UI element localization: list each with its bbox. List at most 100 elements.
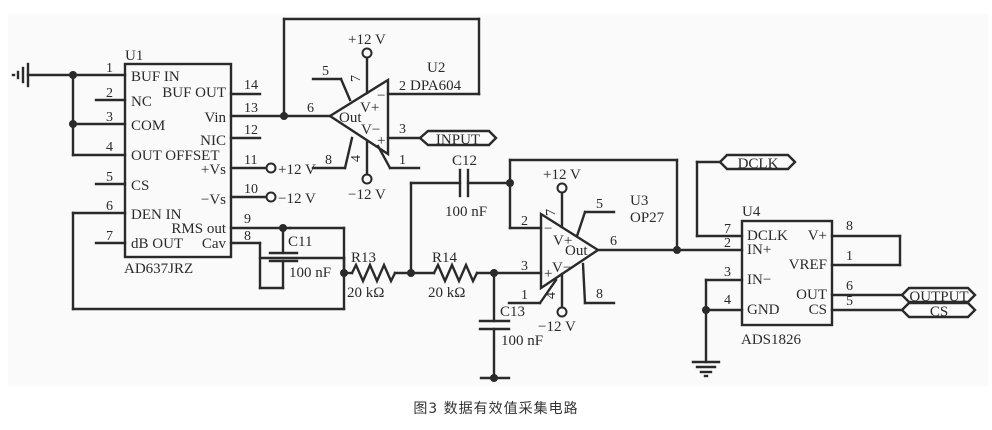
pin-number: 6	[846, 279, 853, 294]
port-input[interactable]: INPUT	[418, 129, 498, 148]
junction-dot	[69, 71, 77, 79]
pin-number: 11	[244, 153, 257, 168]
opamp-u3: 2 3 − + V+ Out V− +12 V 7 −12 V 4 5 8	[507, 167, 744, 335]
pin-number: 8	[596, 287, 603, 302]
pin-number: 4	[349, 155, 364, 162]
pin-name: CS	[131, 178, 149, 194]
junction-dot	[673, 246, 681, 254]
pin-name: DCLK	[747, 228, 788, 244]
pin-number: 1	[106, 61, 113, 76]
pin-number: 8	[244, 229, 251, 244]
pin-number: 1	[521, 288, 528, 303]
pin-number: 3	[399, 122, 406, 137]
pin-name: RMS out	[171, 221, 226, 237]
pin-number: 13	[244, 101, 258, 116]
pin-number: 7	[349, 75, 364, 82]
pin-number: 1	[399, 153, 406, 168]
noninv-sign: +	[544, 266, 552, 282]
pin-number: 5	[322, 64, 329, 79]
supply-label: +12 V	[348, 32, 386, 48]
junction-dot	[702, 306, 710, 314]
u2-part: DPA604	[410, 78, 462, 94]
pin-name: OUT	[796, 287, 827, 303]
pin-name: −Vs	[201, 192, 226, 208]
pin-name: dB OUT	[131, 236, 183, 252]
c11-ref: C11	[288, 234, 312, 250]
port-dclk[interactable]: DCLK	[695, 153, 797, 238]
pin-name: CS	[809, 302, 827, 318]
figure-caption: 图3 数据有效值采集电路	[413, 401, 579, 417]
pin-number: 2	[106, 86, 113, 101]
ic-u1: U1 AD637JRZ 1 BUF IN 2 NC 3 COM 4 OUT OF…	[106, 48, 332, 290]
pin-name: NC	[131, 94, 152, 110]
opamp-triangle	[539, 211, 601, 291]
out-label: Out	[339, 110, 362, 126]
opamp-u2: 6 Out V+ V− − + +12 V 7 −12 V 4 5 8	[307, 32, 462, 203]
junction-dot	[490, 374, 498, 382]
pin-number: 6	[610, 234, 617, 249]
capacitor-c11: C11 100 nF	[268, 224, 346, 290]
pin-name: GND	[747, 302, 780, 318]
inv-sign: −	[544, 221, 552, 237]
pin-number: 10	[244, 182, 258, 197]
ground-symbol-right	[691, 360, 721, 378]
c12-ref: C12	[452, 153, 477, 169]
supply-terminal	[361, 173, 373, 185]
u2-feedback-wire	[280, 17, 481, 120]
c12-feedback-path: C12 100 nF	[407, 153, 679, 277]
pin-name: IN+	[747, 242, 771, 258]
vneg-label: V−	[552, 260, 571, 276]
port-cs[interactable]: CS	[900, 301, 977, 320]
pin-number: 7	[106, 229, 113, 244]
supply-label: +12 V	[543, 167, 581, 183]
u1-left-wiring	[69, 71, 346, 311]
pin-name: Cav	[202, 236, 227, 252]
pin-name: BUF IN	[131, 69, 180, 85]
pin-number: 2	[521, 214, 528, 229]
supply-terminal	[265, 162, 277, 174]
supply-label: −12 V	[348, 187, 386, 203]
vpos-label: V+	[553, 233, 572, 249]
pin-name: BUF OUT	[162, 85, 226, 101]
supply-terminal	[265, 191, 277, 203]
pin-name: V+	[808, 228, 827, 244]
pin-number: 7	[544, 209, 559, 216]
vneg-label: V−	[361, 122, 380, 138]
pin-number: 12	[244, 123, 258, 138]
pin-number: 3	[724, 265, 731, 280]
supply-label: −12 V	[538, 319, 576, 335]
noninv-sign: +	[377, 133, 385, 149]
r13-ref: R13	[351, 250, 376, 266]
pin-name: Vin	[204, 110, 226, 126]
supply-label: +12 V	[278, 162, 316, 178]
pin-number: 9	[244, 212, 251, 227]
pin-name: NIC	[200, 133, 226, 149]
pin-number: 6	[307, 101, 314, 116]
pin-number: 8	[846, 219, 853, 234]
pin-number: 4	[724, 293, 731, 308]
pin-name: IN−	[747, 272, 771, 288]
pin-number: 5	[846, 294, 853, 309]
pin-number: 3	[106, 110, 113, 125]
u4-part: ADS1826	[741, 332, 802, 348]
ic-u4: U4 ADS1826 7 DCLK 2 IN+ 3 IN− 4 GND V+ V…	[702, 204, 904, 364]
pin-number: 5	[106, 170, 113, 185]
u1-ref: U1	[125, 48, 143, 64]
pin-number: 4	[106, 140, 113, 155]
c13-value: 100 nF	[501, 333, 543, 349]
pin-number: 2	[399, 79, 406, 94]
r14-ref: R14	[432, 250, 458, 266]
pin-number: 6	[106, 199, 113, 214]
inv-sign: −	[377, 88, 385, 104]
u2-ref: U2	[427, 60, 445, 76]
port-input-label: INPUT	[436, 132, 480, 148]
pin-number: 5	[596, 197, 603, 212]
pin-name: DEN IN	[131, 207, 182, 223]
c13-ref: C13	[500, 304, 525, 320]
supply-terminal	[556, 182, 568, 194]
c11-value: 100 nF	[289, 265, 331, 281]
port-cs-label: CS	[930, 304, 948, 320]
supply-terminal	[361, 47, 373, 59]
u3-ref: U3	[630, 193, 648, 209]
